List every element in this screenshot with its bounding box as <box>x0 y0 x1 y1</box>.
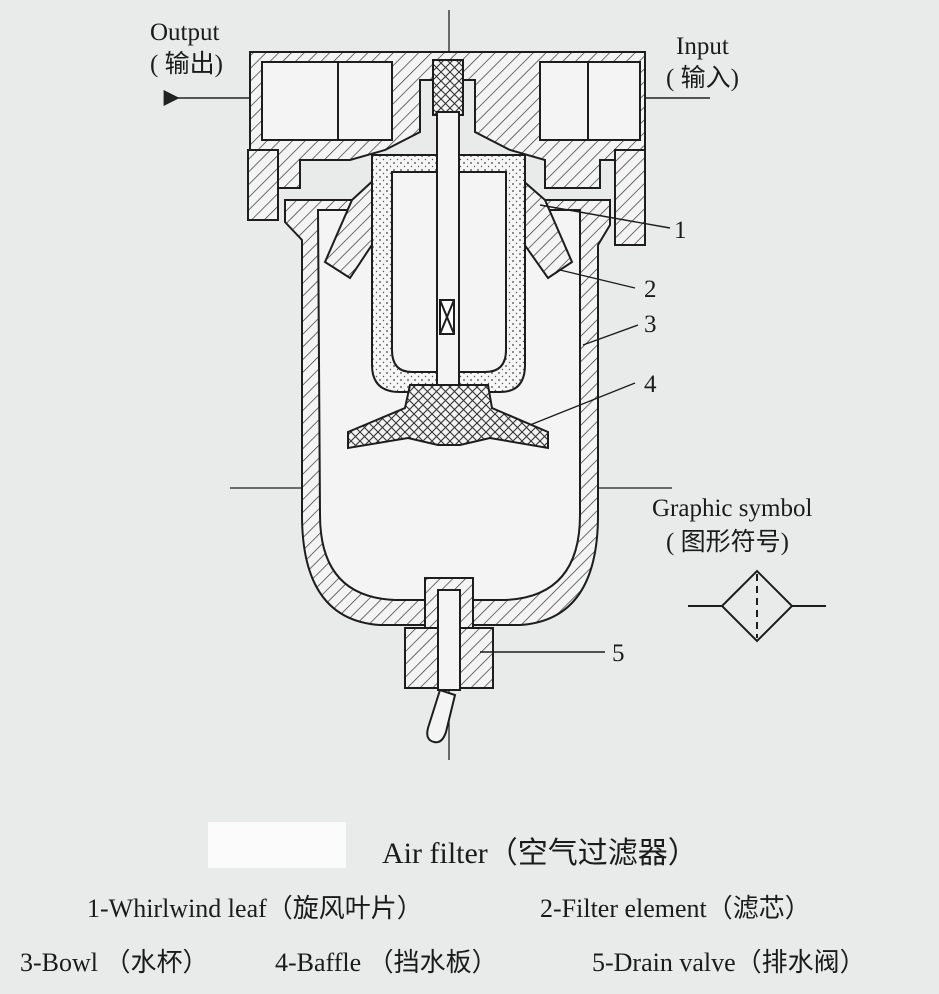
input-label: Input <box>676 33 729 60</box>
callout-4: 4 <box>644 371 657 398</box>
drain-valve <box>404 577 494 744</box>
graphic-symbol-label: Graphic symbol <box>652 495 813 522</box>
baffle <box>347 384 549 450</box>
output-label: Output <box>150 19 220 46</box>
legend-item-2: 2-Filter element（滤芯） <box>540 894 811 923</box>
callout-1: 1 <box>674 217 687 244</box>
callout-5: 5 <box>612 640 625 667</box>
callout-leaders <box>480 204 671 653</box>
legend-item-3: 3-Bowl （水杯） <box>20 948 209 977</box>
callout-2: 2 <box>644 276 657 303</box>
blank-patch <box>208 822 346 868</box>
filter-head <box>247 51 646 246</box>
legend-item-1: 1-Whirlwind leaf（旋风叶片） <box>87 894 423 923</box>
figure-caption: Air filter（空气过滤器） <box>382 837 698 870</box>
output-port <box>261 61 393 141</box>
filter-graphic-symbol <box>688 569 826 643</box>
input-label-cn: ( 输入) <box>666 65 739 92</box>
output-label-cn: ( 输出) <box>150 51 223 78</box>
legend-item-5: 5-Drain valve（排水阀） <box>592 948 866 977</box>
legend-item-4: 4-Baffle （挡水板） <box>275 948 498 977</box>
graphic-symbol-label-cn: ( 图形符号) <box>666 529 789 556</box>
input-port <box>539 61 641 141</box>
callout-3: 3 <box>644 311 657 338</box>
